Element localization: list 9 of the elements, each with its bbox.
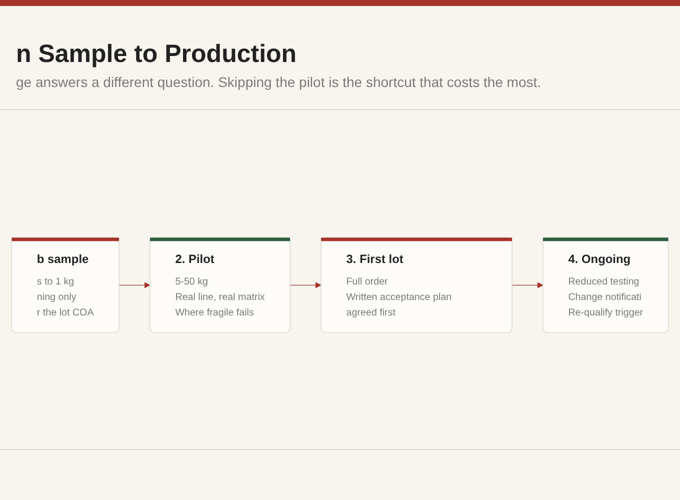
title: n Sample to Production	[16, 40, 297, 69]
arrow	[118, 282, 150, 288]
arrow	[512, 282, 544, 288]
stage-card: b sample s to 1 kg ning only r the lot COA	[11, 237, 120, 333]
stage-card: 4. Ongoing Reduced testing Change notificati Re-qualify trigger	[542, 237, 669, 333]
arrow	[290, 282, 322, 288]
stage-card: 3. First lot Full order Written acceptance plan agreed first	[320, 237, 512, 333]
stage-card: 2. Pilot 5-50 kg Real line, real matrix Where fragile fails	[150, 237, 290, 333]
subtitle: ge answers a different question. Skipping the pilot is the shortcut that costs the most.	[16, 74, 542, 90]
